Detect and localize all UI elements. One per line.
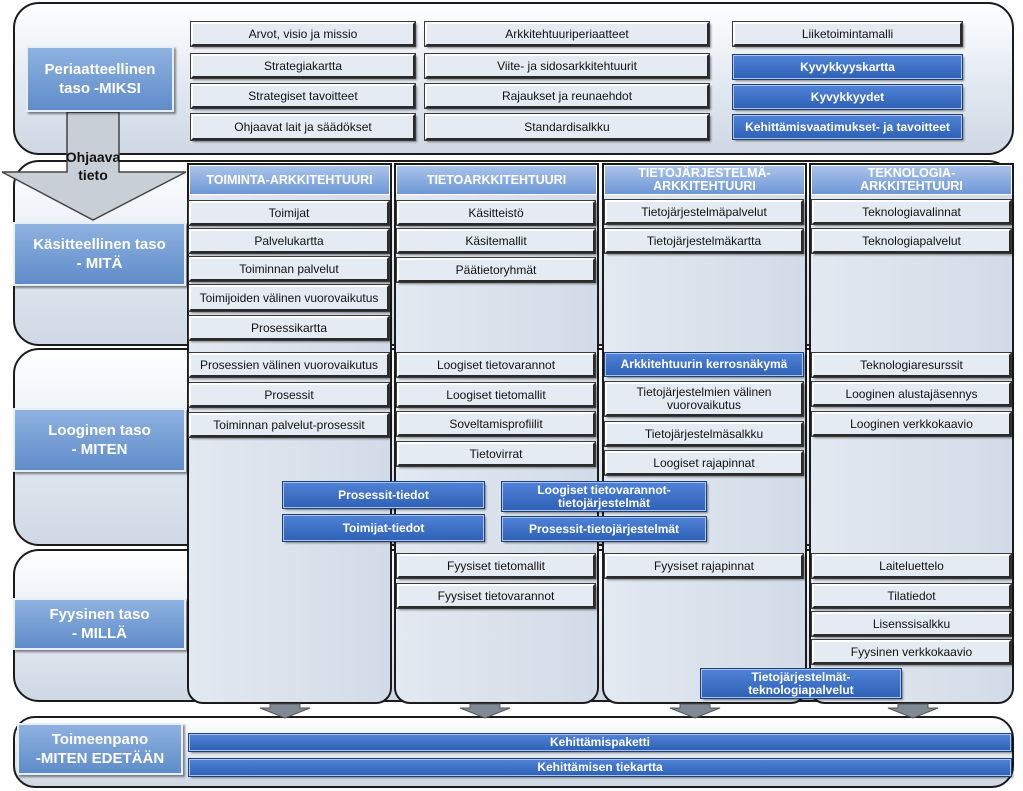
tieto-physical-item[interactable]: Fyysiset tietomallit	[396, 553, 596, 579]
principle-box[interactable]: Ohjaavat lait ja säädökset	[190, 113, 416, 141]
header-tietojarjestelma: TIETOJÄRJESTELMÄ- ARKKITEHTUURI	[604, 165, 805, 195]
principle-box[interactable]: Standardisalkku	[424, 113, 710, 141]
guide-arrow-label: Ohjaava tieto	[60, 148, 126, 184]
level-toimeenpano: Toimeenpano -MITEN EDETÄÄN	[17, 723, 183, 775]
teknologia-conceptual-item[interactable]: Teknologiavalinnat	[811, 199, 1012, 225]
toiminta-conceptual-item[interactable]: Toimijat	[188, 200, 390, 226]
cross-toimijat-tiedot[interactable]: Toimijat-tiedot	[282, 514, 485, 542]
toiminta-logical-item[interactable]: Toiminnan palvelut-prosessit	[188, 412, 390, 438]
principle-box[interactable]: Arvot, visio ja missio	[190, 21, 416, 47]
level-periaatteellinen: Periaatteellinen taso -MIKSI	[26, 46, 174, 112]
principle-box-highlight[interactable]: Kyvykkyyskartta	[732, 54, 963, 80]
tieto-conceptual-item[interactable]: Käsitemallit	[396, 228, 596, 254]
cross-prosessit-tietojarjestelmat[interactable]: Prosessit-tietojärjestelmät	[501, 516, 707, 542]
guide-arrow-line1: Ohjaava	[65, 149, 121, 165]
tieto-conceptual-item[interactable]: Päätietoryhmät	[396, 257, 596, 283]
toiminta-conceptual-item[interactable]: Palvelukartta	[188, 228, 390, 254]
tietojarjestelma-conceptual-item[interactable]: Tietojärjestelmäkartta	[604, 228, 804, 254]
header-tieto: TIETOARKKITEHTUURI	[396, 165, 597, 195]
tieto-conceptual-item[interactable]: Käsitteistö	[396, 200, 596, 226]
header-toiminta: TOIMINTA-ARKKITEHTUURI	[189, 165, 390, 195]
toiminta-conceptual-item[interactable]: Prosessikartta	[188, 315, 390, 341]
teknologia-physical-item[interactable]: Laiteluettelo	[811, 553, 1012, 579]
tietojarjestelma-logical-item[interactable]: Loogiset rajapinnat	[604, 450, 804, 476]
teknologia-physical-item[interactable]: Lisenssisalkku	[811, 611, 1012, 637]
cross-loogiset-tietojarjestelmat[interactable]: Loogiset tietovarannot- tietojärjestelmä…	[501, 481, 707, 512]
tieto-logical-item[interactable]: Tietovirrat	[396, 441, 596, 467]
tietojarjestelma-conceptual-item[interactable]: Tietojärjestelmäpalvelut	[604, 199, 804, 225]
teknologia-logical-item[interactable]: Looginen alustajäsennys	[811, 381, 1012, 407]
tietojarjestelma-physical-item[interactable]: Fyysiset rajapinnat	[604, 553, 804, 579]
toiminta-logical-item[interactable]: Prosessien välinen vuorovaikutus	[188, 352, 390, 378]
principle-box[interactable]: Rajaukset ja reunaehdot	[424, 83, 710, 109]
principle-box-highlight[interactable]: Kyvykkyydet	[732, 84, 963, 110]
level-kasitteellinen: Käsitteellinen taso - MITÄ	[13, 222, 186, 286]
teknologia-logical-item[interactable]: Teknologiaresurssit	[811, 352, 1012, 378]
implementation-kehittamispaketti[interactable]: Kehittämispaketti	[188, 733, 1012, 752]
level-looginen: Looginen taso - MITEN	[13, 408, 186, 472]
tietojarjestelma-logical-item[interactable]: Tietojärjestelmien välinen vuorovaikutus	[604, 381, 804, 417]
toiminta-conceptual-item[interactable]: Toimijoiden välinen vuorovaikutus	[188, 284, 390, 312]
principle-box[interactable]: Arkkitehtuuriperiaatteet	[424, 21, 710, 47]
level-fyysinen: Fyysinen taso - MILLÄ	[13, 598, 186, 650]
tieto-physical-item[interactable]: Fyysiset tietovarannot	[396, 583, 596, 609]
tietojarjestelma-logical-highlight[interactable]: Arkkitehtuurin kerrosnäkymä	[604, 352, 804, 377]
cross-tietojarjestelmat-teknologiapalvelut[interactable]: Tietojärjestelmät- teknologiapalvelut	[700, 668, 902, 699]
teknologia-conceptual-item[interactable]: Teknologiapalvelut	[811, 228, 1012, 254]
teknologia-physical-item[interactable]: Fyysinen verkkokaavio	[811, 639, 1012, 665]
principle-box[interactable]: Strategiakartta	[190, 53, 416, 79]
toiminta-logical-item[interactable]: Prosessit	[188, 382, 390, 408]
toiminta-conceptual-item[interactable]: Toiminnan palvelut	[188, 256, 390, 282]
tieto-logical-item[interactable]: Loogiset tietovarannot	[396, 352, 596, 378]
tietojarjestelma-logical-item[interactable]: Tietojärjestelmäsalkku	[604, 421, 804, 447]
principle-box[interactable]: Liiketoimintamalli	[732, 21, 963, 47]
tieto-logical-item[interactable]: Loogiset tietomallit	[396, 382, 596, 408]
principle-box-highlight[interactable]: Kehittämisvaatimukset- ja tavoitteet	[732, 114, 963, 140]
tieto-logical-item[interactable]: Soveltamisprofiilit	[396, 411, 596, 437]
implementation-tiekartta[interactable]: Kehittämisen tiekartta	[188, 758, 1012, 777]
header-teknologia: TEKNOLOGIA- ARKKITEHTUURI	[811, 165, 1012, 195]
guide-arrow-line2: tieto	[78, 167, 108, 183]
principle-box[interactable]: Viite- ja sidosarkkitehtuurit	[424, 53, 710, 79]
teknologia-logical-item[interactable]: Looginen verkkokaavio	[811, 411, 1012, 437]
teknologia-physical-item[interactable]: Tilatiedot	[811, 583, 1012, 609]
principle-box[interactable]: Strategiset tavoitteet	[190, 83, 416, 109]
cross-prosessit-tiedot[interactable]: Prosessit-tiedot	[282, 481, 485, 509]
